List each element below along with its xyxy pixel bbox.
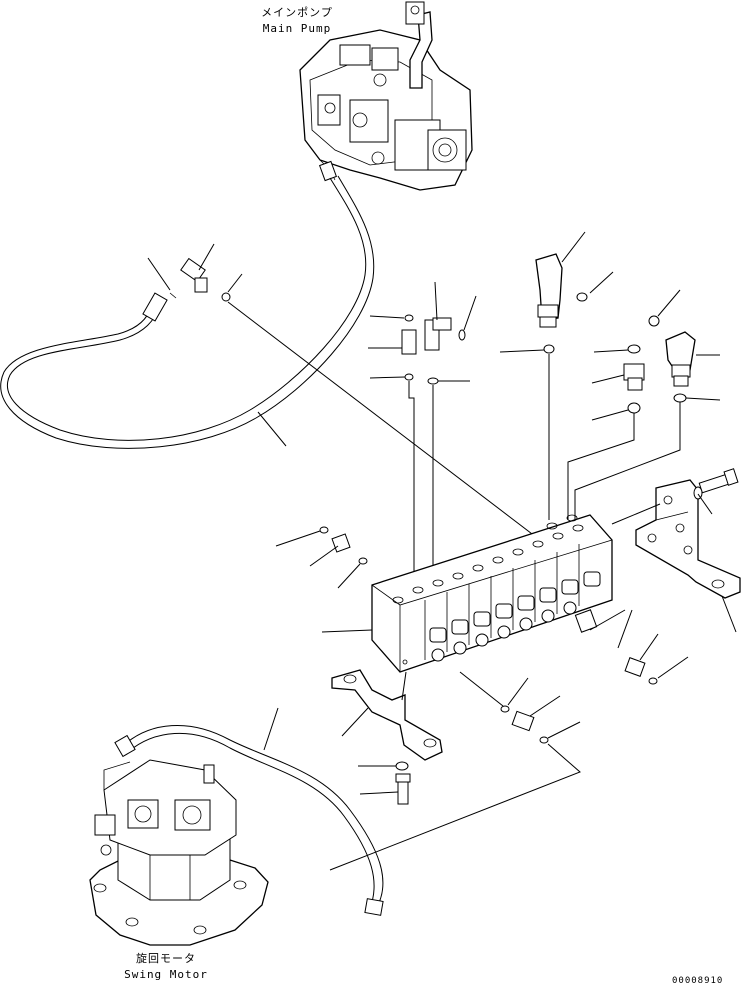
drawing-number: 00008910	[672, 976, 724, 986]
main-pump-illustration	[299, 1, 473, 191]
pump-hose	[0, 175, 375, 449]
manifold-lower-fittings	[459, 609, 689, 744]
leader-lines-to-block	[408, 354, 681, 578]
swing-motor-illustration	[89, 759, 269, 946]
right-mounting-bracket	[611, 468, 741, 633]
main-pump-label-en: Main Pump	[262, 22, 332, 35]
elbow-fitting-left	[169, 257, 231, 302]
swing-motor-label-jp: 旋回モータ	[136, 952, 196, 965]
swing-motor-label-en: Swing Motor	[124, 968, 208, 981]
upper-fittings	[368, 231, 721, 421]
manifold-left-fittings	[275, 526, 373, 633]
callout-lines-upper-left	[147, 243, 541, 541]
lower-mounting-bracket	[331, 669, 443, 805]
valve-block-manifold	[371, 514, 613, 673]
main-pump-label-jp: メインポンプ	[261, 6, 333, 19]
swing-motor-hose	[114, 707, 581, 916]
